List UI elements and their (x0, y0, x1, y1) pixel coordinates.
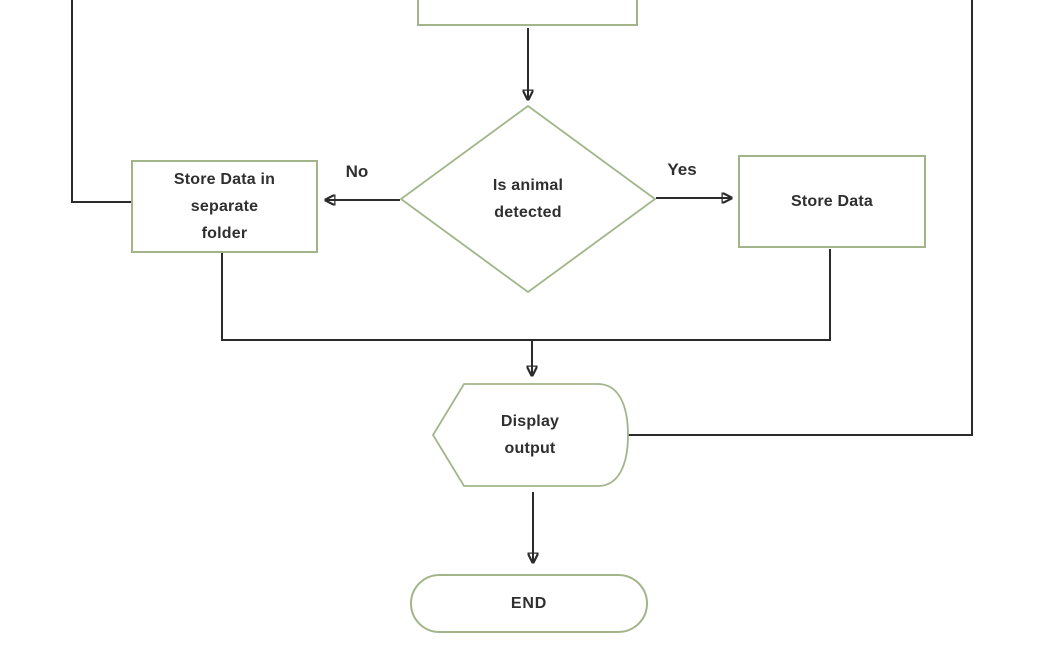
edge-display-return-loop (627, 0, 973, 436)
store-separate-folder-label: Store Data in separate folder (173, 171, 276, 242)
top-process-box (417, 0, 638, 26)
store-data-node: Store Data (738, 155, 926, 248)
store-data-label: Store Data (790, 193, 874, 210)
display-output-node: Display output (428, 381, 632, 489)
end-label: END (510, 595, 548, 612)
decision-node: Is animal detected (398, 103, 658, 295)
edge-merge-join (221, 249, 831, 341)
edge-label-no: No (345, 162, 369, 181)
edge-left-loop (71, 0, 131, 203)
end-node: END (410, 574, 648, 633)
diamond-shape (399, 104, 657, 294)
edge-label-yes: Yes (667, 160, 697, 179)
decision-label: Is animal detected (492, 177, 564, 221)
store-separate-folder-node: Store Data in separate folder (131, 160, 318, 253)
display-output-label: Display output (500, 413, 560, 457)
display-shape (431, 383, 629, 487)
